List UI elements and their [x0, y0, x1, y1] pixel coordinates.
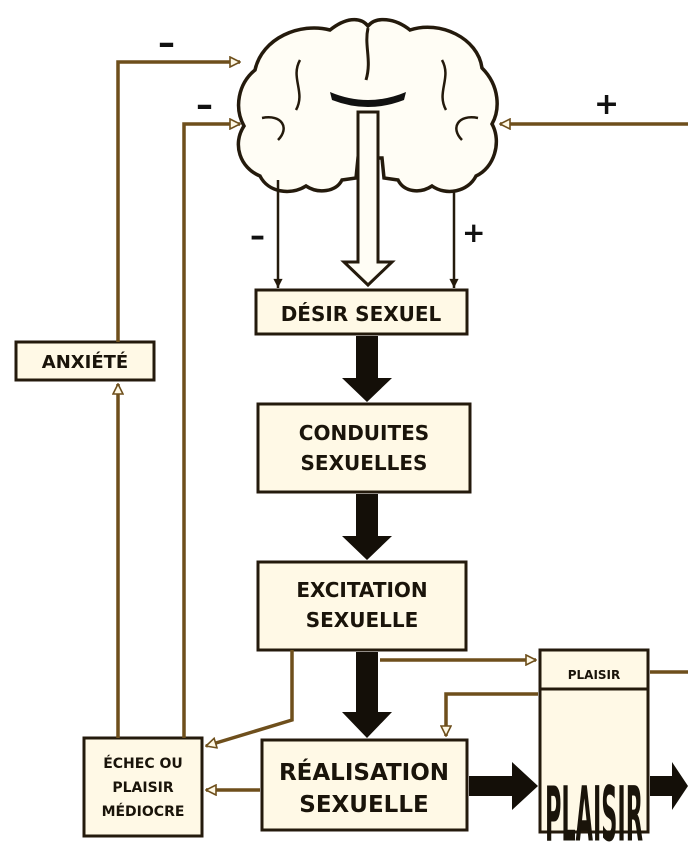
realisation-label-2: SEXUELLE — [299, 792, 428, 818]
echec-label-3: MÉDIOCRE — [102, 803, 185, 820]
realisation-box — [260, 738, 469, 832]
arrow-excitation-realisation — [342, 652, 392, 738]
excitation-label-1: EXCITATION — [296, 578, 427, 602]
arrow-plaisir-out — [650, 762, 688, 810]
excitation-label-2: SEXUELLE — [306, 608, 419, 632]
arrow-conduites-excitation — [342, 494, 392, 560]
echec-to-brain-line — [182, 124, 240, 738]
excitation-to-echec-line — [206, 650, 294, 746]
brain-icon — [236, 17, 499, 194]
conduites-label-2: SEXUELLES — [301, 451, 428, 475]
anxiete-box — [14, 340, 156, 382]
plaisir-to-realisation-line — [446, 692, 538, 736]
conduites-box — [256, 402, 472, 494]
brain-to-desire-arrow — [340, 110, 396, 288]
brain-plus-sign: + — [462, 216, 485, 249]
brain-corpus-callosum — [330, 92, 406, 107]
right-plus-sign: + — [594, 87, 619, 122]
desir-box — [254, 288, 469, 336]
realisation-label-1: RÉALISATION — [279, 758, 449, 786]
plaisir-big-label: PLAISIR — [545, 771, 643, 850]
arrow-desir-conduites — [342, 336, 392, 402]
plaisir-to-brain-line — [500, 124, 688, 674]
plaisir-big-box — [538, 648, 650, 834]
echec-box — [82, 736, 204, 838]
top-left-minus-sign: – — [158, 23, 175, 63]
echec-label-1: ÉCHEC OU — [103, 755, 183, 772]
anxiete-to-brain-line — [116, 62, 240, 342]
left-minus-sign: – — [196, 85, 213, 125]
brain-minus-sign: – — [250, 219, 265, 254]
conduites-label-1: CONDUITES — [299, 421, 429, 445]
desir-label: DÉSIR SEXUEL — [281, 302, 442, 326]
echec-label-2: PLAISIR — [112, 780, 174, 796]
arrow-realisation-plaisir — [469, 762, 538, 810]
anxiete-label: ANXIÉTÉ — [42, 351, 128, 373]
plaisir-small-label: PLAISIR — [568, 668, 621, 682]
excitation-box — [256, 560, 468, 652]
